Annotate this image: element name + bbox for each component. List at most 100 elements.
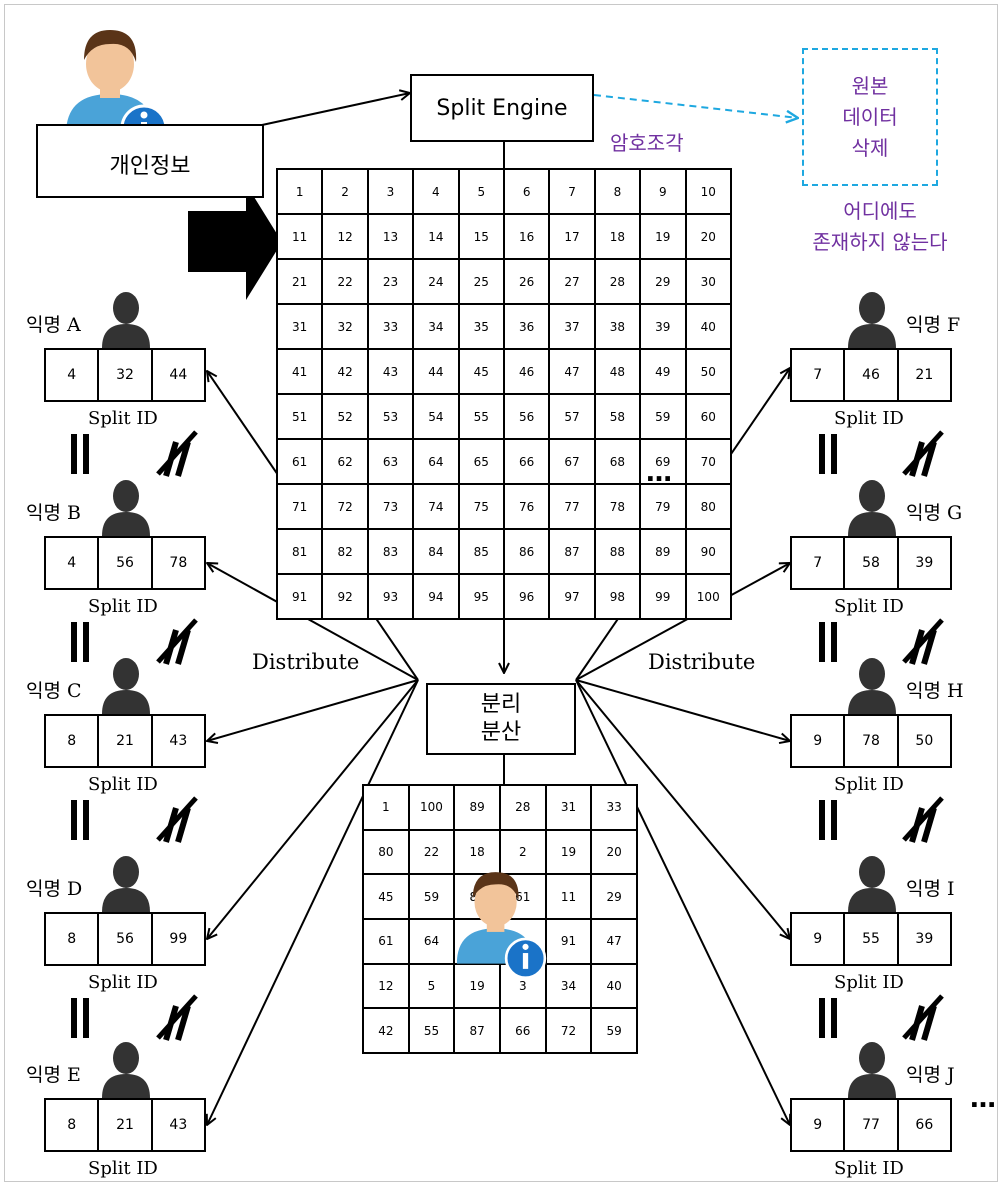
- split-id-cell: 78: [169, 555, 188, 571]
- fragment-cell: 39: [639, 303, 687, 350]
- fragment-cell: 46: [502, 348, 551, 395]
- shuffled-cell: 12: [362, 962, 410, 1010]
- fragment-cell: 95: [457, 573, 505, 620]
- fragment-cell: 89: [639, 528, 687, 575]
- anonymous-person-icon: [848, 480, 896, 536]
- shuffled-cell: 40: [590, 962, 638, 1010]
- split-id-cell: 46: [845, 350, 899, 400]
- owner-label: 개인정보: [109, 154, 191, 179]
- equal-icon: [71, 800, 89, 840]
- not-equal-icon: [902, 796, 944, 843]
- fragment-cell: 91: [275, 573, 324, 620]
- separate-line-2: 분산: [480, 720, 522, 745]
- nowhere-line-1: 어디에도: [843, 199, 917, 223]
- fragment-cell: 41: [275, 348, 324, 395]
- fragment-cell: 100: [684, 573, 733, 620]
- engine-to-delete-arrow: [593, 94, 798, 118]
- fragment-cell: 36: [502, 303, 551, 350]
- fragment-cell: 47: [548, 348, 596, 395]
- equal-icon: [819, 998, 837, 1038]
- fragment-cell: 96: [502, 573, 551, 620]
- split-id-cell: 58: [845, 538, 899, 588]
- fragment-cell: 56: [502, 393, 551, 440]
- fragment-cell: 67: [548, 438, 596, 485]
- split-id-cell: 66: [915, 1117, 934, 1133]
- fragment-cell: 70: [684, 438, 733, 485]
- fragment-cell: 88: [593, 528, 642, 575]
- fragment-cell: 76: [502, 483, 551, 530]
- equal-icon: [71, 998, 89, 1038]
- shuffled-cell: 2: [498, 828, 547, 876]
- shuffled-cell: 91: [544, 917, 593, 965]
- shuffled-cell: 33: [590, 784, 638, 831]
- shuffled-cell: 28: [498, 784, 547, 831]
- split-id-label: Split ID: [88, 972, 158, 993]
- fragment-cell: 68: [593, 438, 642, 485]
- anonymous-person-icon: [102, 292, 150, 348]
- fragment-cell: 62: [321, 438, 369, 485]
- shuffled-cell: 61: [362, 917, 410, 965]
- fragment-cell: 98: [593, 573, 642, 620]
- fragment-cell: 59: [639, 393, 687, 440]
- split-id-cell: 21: [915, 367, 934, 383]
- delete-line-3: 삭제: [851, 135, 889, 160]
- anonymous-name: 익명 F: [906, 314, 961, 336]
- fragment-cell: 26: [502, 258, 551, 305]
- fragment-cell: 63: [366, 438, 415, 485]
- fragment-cell: 45: [457, 348, 505, 395]
- dist-line-b: [207, 563, 419, 681]
- anonymous-person-icon: [102, 1042, 150, 1098]
- fragment-cell: 85: [457, 528, 505, 575]
- fragment-cell: 23: [366, 258, 415, 305]
- fragment-cell: 34: [412, 303, 460, 350]
- split-id-cell: 50: [915, 733, 934, 749]
- shuffled-cell: 47: [590, 917, 638, 965]
- split-id-cell: 4: [46, 350, 100, 400]
- shuffled-cell: 22: [407, 828, 456, 876]
- shuffled-cell: 100: [407, 784, 456, 831]
- fragment-cell: 97: [548, 573, 596, 620]
- fragment-cell: 87: [548, 528, 596, 575]
- split-id-cell: 78: [845, 716, 899, 766]
- fragment-cell: 99: [639, 573, 687, 620]
- not-equal-icon: [156, 430, 198, 477]
- split-id-cell: 99: [169, 931, 188, 947]
- fragment-cell: 13: [366, 213, 415, 260]
- shuffled-cell: 19: [453, 962, 501, 1010]
- shuffled-cell: 87: [453, 1007, 501, 1054]
- split-id-label: Split ID: [834, 596, 904, 617]
- recovered-person-icon: [456, 872, 547, 979]
- shuffled-cell: 66: [498, 1007, 547, 1054]
- dist-line-j: [575, 679, 790, 1125]
- shuffled-cell: 34: [544, 962, 593, 1010]
- fragment-cell: 22: [321, 258, 369, 305]
- split-id-label: Split ID: [88, 596, 158, 617]
- fragment-cell: 25: [457, 258, 505, 305]
- fragment-cell: 69: [639, 438, 687, 485]
- dist-line-i: [575, 679, 790, 939]
- not-equal-icon: [156, 994, 198, 1041]
- fragment-cell: 73: [366, 483, 415, 530]
- grid-ellipsis: …: [646, 458, 672, 488]
- fragment-cell: 20: [684, 213, 733, 260]
- split-id-cell: 8: [46, 914, 100, 964]
- split-id-cell: 32: [99, 350, 153, 400]
- fragment-cell: 49: [639, 348, 687, 395]
- fragment-cell: 6: [502, 168, 551, 215]
- fragment-label: 암호조각: [610, 131, 684, 155]
- fragment-cell: 8: [593, 168, 642, 215]
- nowhere-line-2: 존재하지 않는다: [812, 230, 948, 254]
- split-id-cell: 39: [915, 555, 934, 571]
- fragment-cell: 30: [684, 258, 733, 305]
- fragment-cell: 35: [457, 303, 505, 350]
- fragment-cell: 55: [457, 393, 505, 440]
- shuffled-cell: 72: [544, 1007, 593, 1054]
- fragment-cell: 48: [593, 348, 642, 395]
